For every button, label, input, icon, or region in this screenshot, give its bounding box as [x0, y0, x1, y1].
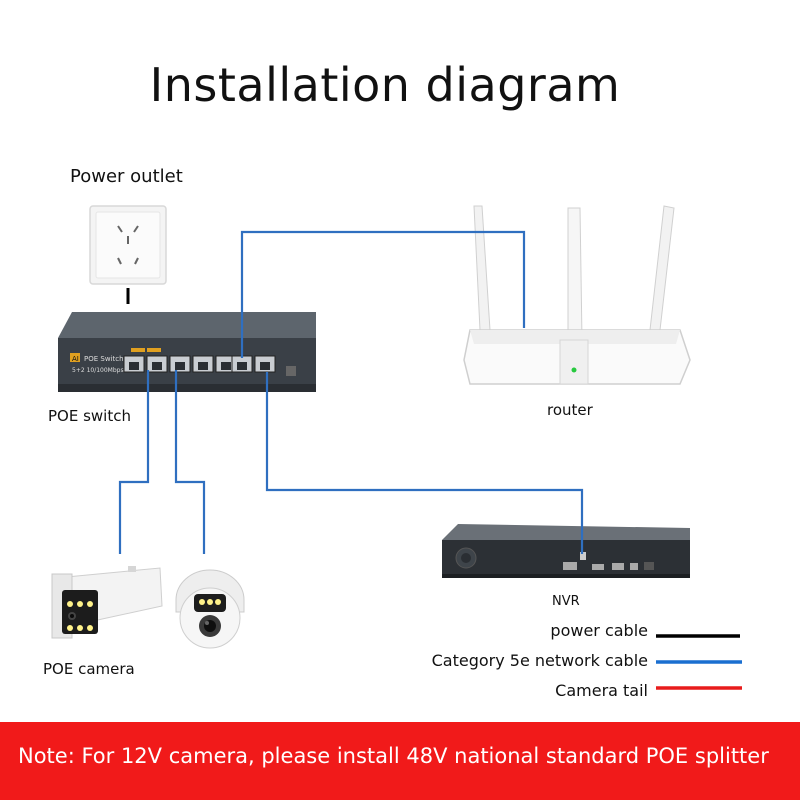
note-banner [0, 722, 800, 800]
legend-power-cable: power cable [550, 621, 648, 640]
poe-switch-label: POE switch [48, 407, 131, 425]
nvr-icon [442, 524, 690, 578]
switch-spec: 5+2 10/100Mbps [72, 367, 124, 374]
switch-router-cable [240, 230, 526, 358]
note-text: Note: For 12V camera, please install 48V… [18, 744, 769, 768]
switch-name: POE Switch [84, 355, 124, 363]
network-cables [118, 230, 584, 554]
poe-camera-label: POE camera [43, 660, 135, 678]
legend-camera-tail: Camera tail [555, 681, 648, 700]
power-outlet-icon [89, 205, 167, 285]
router-icon [463, 205, 691, 385]
nvr-label: NVR [552, 594, 580, 609]
page-title: Installation diagram [149, 58, 621, 112]
switch-bullet-camera-cable [118, 370, 150, 554]
power-outlet-label: Power outlet [70, 166, 183, 187]
bullet-camera-icon [51, 566, 163, 639]
switch-nvr-cable [265, 372, 584, 554]
poe-switch-icon: AI POE Switch 5+2 10/100Mbps [58, 312, 316, 392]
switch-badge: AI [72, 355, 79, 363]
legend-network-cable: Category 5e network cable [431, 651, 648, 670]
router-label: router [547, 401, 593, 419]
dome-camera-icon [175, 569, 245, 649]
switch-dome-camera-cable [174, 370, 206, 554]
